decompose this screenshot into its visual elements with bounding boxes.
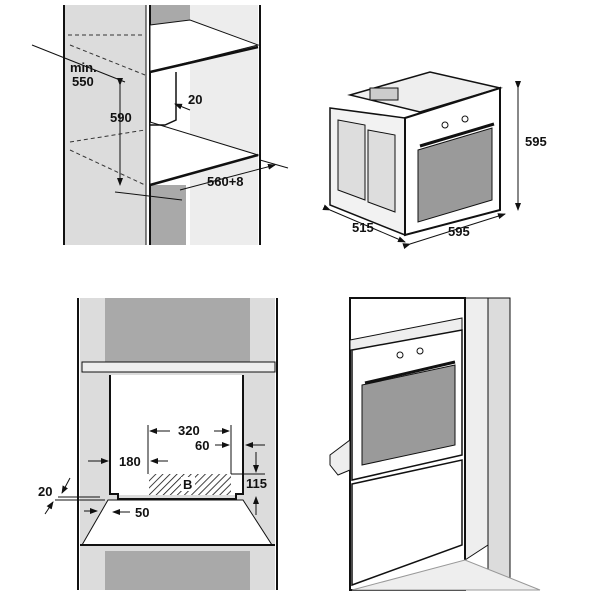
oven-width: 595 <box>448 224 470 239</box>
width-dimension: 560+8 <box>207 174 244 189</box>
depth-label: min. <box>70 60 97 75</box>
oven-depth: 515 <box>352 220 374 235</box>
height-dimension: 590 <box>110 110 132 125</box>
niche-front-view: B 320 60 180 115 20 50 <box>38 298 278 590</box>
depth-value: 550 <box>72 74 94 89</box>
niche-side-view: min. 550 590 20 560+8 <box>31 5 289 245</box>
installed-view <box>329 297 541 591</box>
lip-dimension: 50 <box>135 505 149 520</box>
vent-height: 115 <box>246 476 267 491</box>
zone-label: B <box>183 477 192 492</box>
oven-isometric: 515 595 595 <box>322 71 547 249</box>
oven-height: 595 <box>525 134 547 149</box>
gap-dimension: 20 <box>188 92 202 107</box>
offset-dimension: 20 <box>38 484 52 499</box>
vent-right: 60 <box>195 438 209 453</box>
vent-width: 320 <box>178 423 200 438</box>
vent-left: 180 <box>119 454 141 469</box>
